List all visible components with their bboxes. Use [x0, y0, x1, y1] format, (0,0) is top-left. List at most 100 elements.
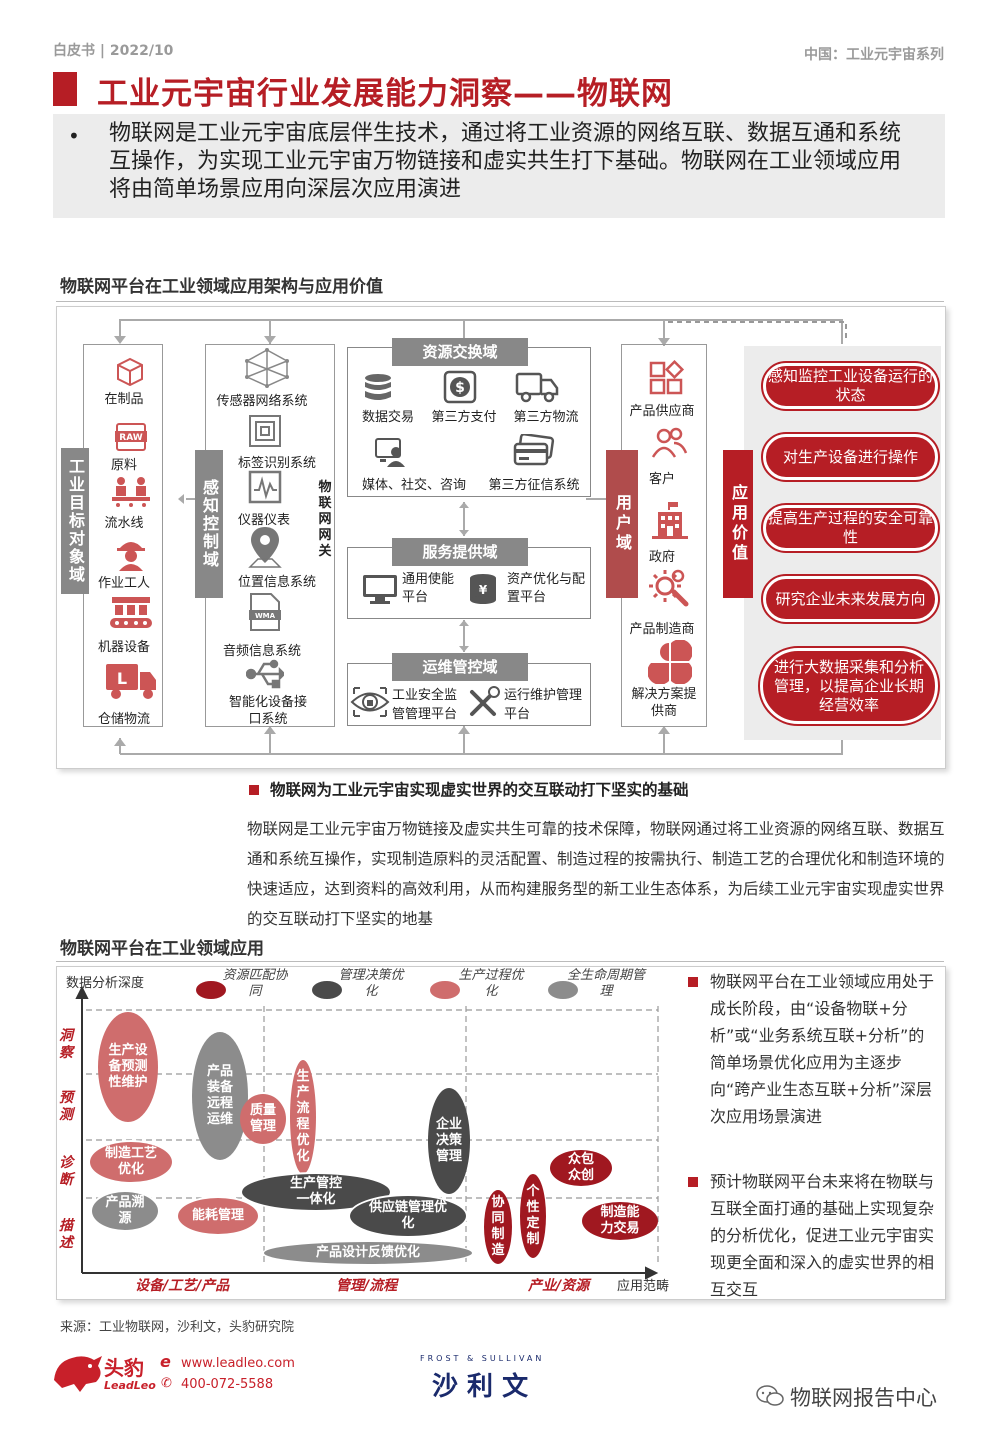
bubble-enterprise-decision: 企业决策管理 [428, 1088, 470, 1194]
value-pill: 提高生产过程的安全可靠性 [761, 503, 940, 553]
truck-icon: L [104, 660, 158, 702]
website-link[interactable]: www.leadleo.com [181, 1356, 295, 1371]
service-item-label: 资产优化与配置平台 [507, 572, 586, 605]
x-category-label: 产业/资源 [528, 1278, 590, 1294]
phone-icon: ✆ [161, 1376, 172, 1391]
section-title-architecture: 物联网平台在工业领域应用架构与应用价值 [60, 277, 383, 297]
target-label: 原料 [110, 458, 137, 473]
user-domain-bar: 用户域 [606, 450, 638, 598]
summary-text: 物联网是工业元宇宙底层伴生技术，通过将工业资源的网络互联、数据互通和系统互操作，… [109, 121, 902, 202]
divider [56, 301, 944, 302]
sensor-label: 智能化设备接口系统 [228, 695, 307, 727]
box-icon [113, 356, 147, 386]
usb-icon [246, 658, 284, 690]
header-doc-type: 白皮书 | 2022/10 [53, 43, 174, 59]
legend-label: 管理决策优化 [338, 968, 404, 999]
bubble-label: 能耗管理 [191, 1208, 244, 1223]
bubble-label: 众包众创 [567, 1152, 594, 1183]
dollar-icon: $ [441, 370, 479, 404]
bubble-label: 产品溯源 [105, 1195, 145, 1226]
logo-cn: 头豹 [104, 1356, 144, 1380]
bullet-icon: • [68, 124, 80, 148]
bubble-label: 生产管控一体化 [289, 1176, 342, 1207]
summary-box [53, 114, 945, 218]
bubble-quality-management: 质量管理 [240, 1094, 286, 1144]
instrument-meter-icon [248, 470, 282, 504]
divider [56, 961, 944, 962]
bubble-label: 供应链管理优化 [368, 1200, 447, 1231]
legend-marker [430, 981, 460, 999]
user-label: 产品制造商 [629, 622, 695, 637]
legend-marker [196, 981, 226, 999]
label-recognition-icon [248, 414, 282, 448]
user-label: 政府 [648, 550, 675, 565]
bubble-product-traceability: 产品溯源 [90, 1190, 160, 1232]
sensor-network-icon [244, 348, 290, 388]
ops-domain-title: 运维管控域 [392, 653, 528, 681]
solution-clover-icon [648, 640, 692, 684]
exchange-item-label: 媒体、社交、咨询 [361, 478, 466, 493]
legend-label: 全生命周期管理 [566, 968, 645, 999]
delivery-truck-icon [515, 370, 559, 404]
svg-text:WMA: WMA [255, 612, 276, 620]
exchange-domain-title: 资源交换域 [392, 338, 528, 366]
logo-en: LeadLeo [104, 1379, 156, 1392]
y-axis-title: 数据分析深度 [66, 976, 145, 991]
target-label: 机器设备 [97, 640, 150, 655]
source-note: 来源：工业物联网，沙利文，头豹研究院 [60, 1320, 295, 1335]
monitor-icon [361, 573, 399, 605]
leopard-logo-icon [54, 1356, 102, 1392]
bubble-label: 生产设备预测性维护 [108, 1043, 148, 1090]
section-title-applications: 物联网平台在工业领域应用 [60, 939, 264, 959]
bubble-label: 质量管理 [249, 1103, 276, 1134]
customer-people-icon [650, 425, 688, 463]
exchange-item-label: 第三方支付 [431, 410, 497, 425]
value-pill: 对生产设备进行操作 [761, 432, 940, 482]
bubble-label: 个性定制 [526, 1184, 540, 1247]
wechat-icon [756, 1385, 784, 1407]
user-label: 客户 [648, 472, 675, 487]
sensor-label: 标签识别系统 [237, 456, 316, 471]
user-label: 解决方案提供商 [631, 687, 697, 719]
title-accent-bar [53, 72, 77, 106]
media-user-icon [374, 437, 408, 467]
value-pill: 感知监控工业设备运行的状态 [761, 361, 940, 411]
y-level-label: 诊断 [59, 1155, 73, 1188]
svg-text:RAW: RAW [119, 433, 142, 443]
target-label: 在制品 [104, 392, 144, 407]
target-label: 流水线 [104, 516, 144, 531]
government-building-icon [650, 500, 690, 540]
bubble-label: 产品设计反馈优化 [315, 1245, 420, 1260]
value-pill: 研究企业未来发展方向 [761, 574, 940, 624]
sensor-label: 仪器仪表 [237, 513, 290, 528]
bubble-personalized-customization: 个性定制 [520, 1174, 546, 1258]
wechat-account: 物联网报告中心 [790, 1386, 937, 1410]
bubble-supply-chain: 供应链管理优化 [348, 1194, 468, 1238]
exchange-item-label: 第三方征信系统 [488, 478, 580, 493]
assembly-line-icon [110, 474, 152, 508]
audio-file-icon: WMA [247, 592, 283, 632]
ops-item-label: 工业安全监管管理平台 [392, 688, 458, 722]
y-level-label: 洞察 [59, 1028, 73, 1061]
credit-card-icon [512, 434, 556, 468]
bubble-craft-optimization: 制造工艺优化 [88, 1140, 174, 1184]
bubble-label: 制造能力交易 [600, 1205, 640, 1236]
point-marker [688, 977, 698, 987]
fs-logo-en: FROST & SULLIVAN [420, 1354, 545, 1363]
x-category-label: 管理/流程 [336, 1278, 398, 1294]
target-label: 仓储物流 [97, 712, 150, 727]
ops-item-label: 运行维护管理平台 [504, 688, 583, 722]
e-icon: e [160, 1352, 171, 1371]
bubble-energy-management: 能耗管理 [176, 1196, 260, 1236]
location-pin-icon [248, 525, 282, 569]
bubble-capacity-trading: 制造能力交易 [582, 1202, 658, 1240]
legend-marker [312, 981, 342, 999]
bubble-label: 协同制造 [491, 1195, 505, 1258]
database-icon [362, 372, 394, 404]
sensor-label: 传感器网络系统 [216, 394, 308, 409]
security-eye-icon [350, 685, 390, 719]
bubble-design-feedback: 产品设计反馈优化 [262, 1240, 474, 1266]
wrench-tools-icon [466, 686, 500, 720]
bubble-label: 产品装备远程运维 [206, 1064, 233, 1127]
service-item-label: 通用使能平台 [402, 572, 455, 605]
